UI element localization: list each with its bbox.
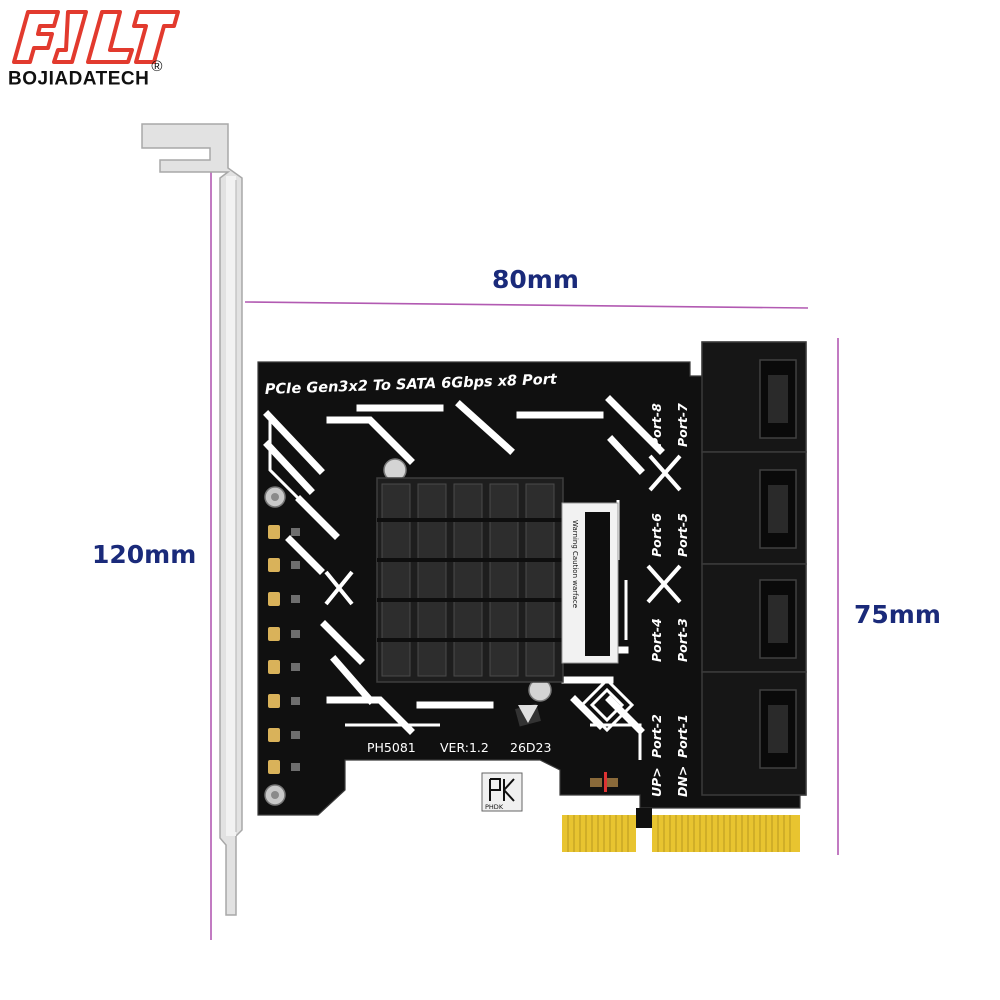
port-label-2: Port-2 [649, 714, 664, 758]
port-label-3: Port-3 [675, 618, 690, 662]
height-dimension-label: 120mm [92, 540, 197, 569]
maker-mark [481, 772, 523, 812]
pcb-board: PCIe Gen3x2 To SATA 6Gbps x8 Port Warnin… [257, 341, 807, 852]
port-label-7: Port-7 [675, 403, 690, 447]
port-label-5: Port-5 [675, 513, 690, 557]
brand-logo-mark [12, 10, 180, 64]
maker-mark-text: PHDK [485, 803, 504, 811]
x-mark-port-8-7 [648, 454, 682, 492]
brand-name: BOJIADATECH® [8, 58, 163, 90]
mounting-bracket [141, 123, 243, 916]
x-mark-left [324, 570, 354, 606]
registered-mark: ® [151, 58, 163, 75]
port-label-1: Port-1 [675, 714, 690, 758]
date-code: 26D23 [510, 740, 551, 755]
model-number: PH5081 [367, 740, 416, 755]
version-label: VER:1.2 [440, 740, 489, 755]
x-mark-port-6-5 [646, 564, 682, 604]
direction-down-label: DN> [675, 766, 690, 797]
chip-warning-text: Warning Caution warface [571, 520, 579, 608]
card-height-dimension-label: 75mm [854, 600, 941, 629]
width-dimension-line [244, 301, 809, 309]
heatsink [376, 458, 564, 702]
led-column [264, 486, 300, 806]
port-label-8: Port-8 [649, 403, 664, 447]
controller-chip [561, 502, 619, 664]
pcie-gold-fingers [562, 808, 800, 852]
width-dimension-label: 80mm [492, 265, 579, 294]
port-label-4: Port-4 [649, 618, 664, 662]
diamond-symbol [579, 677, 635, 733]
direction-up-label: UP> [649, 767, 664, 797]
smd-components [590, 772, 618, 792]
brand-name-text: BOJIADATECH [8, 68, 150, 90]
port-label-6: Port-6 [649, 513, 664, 557]
